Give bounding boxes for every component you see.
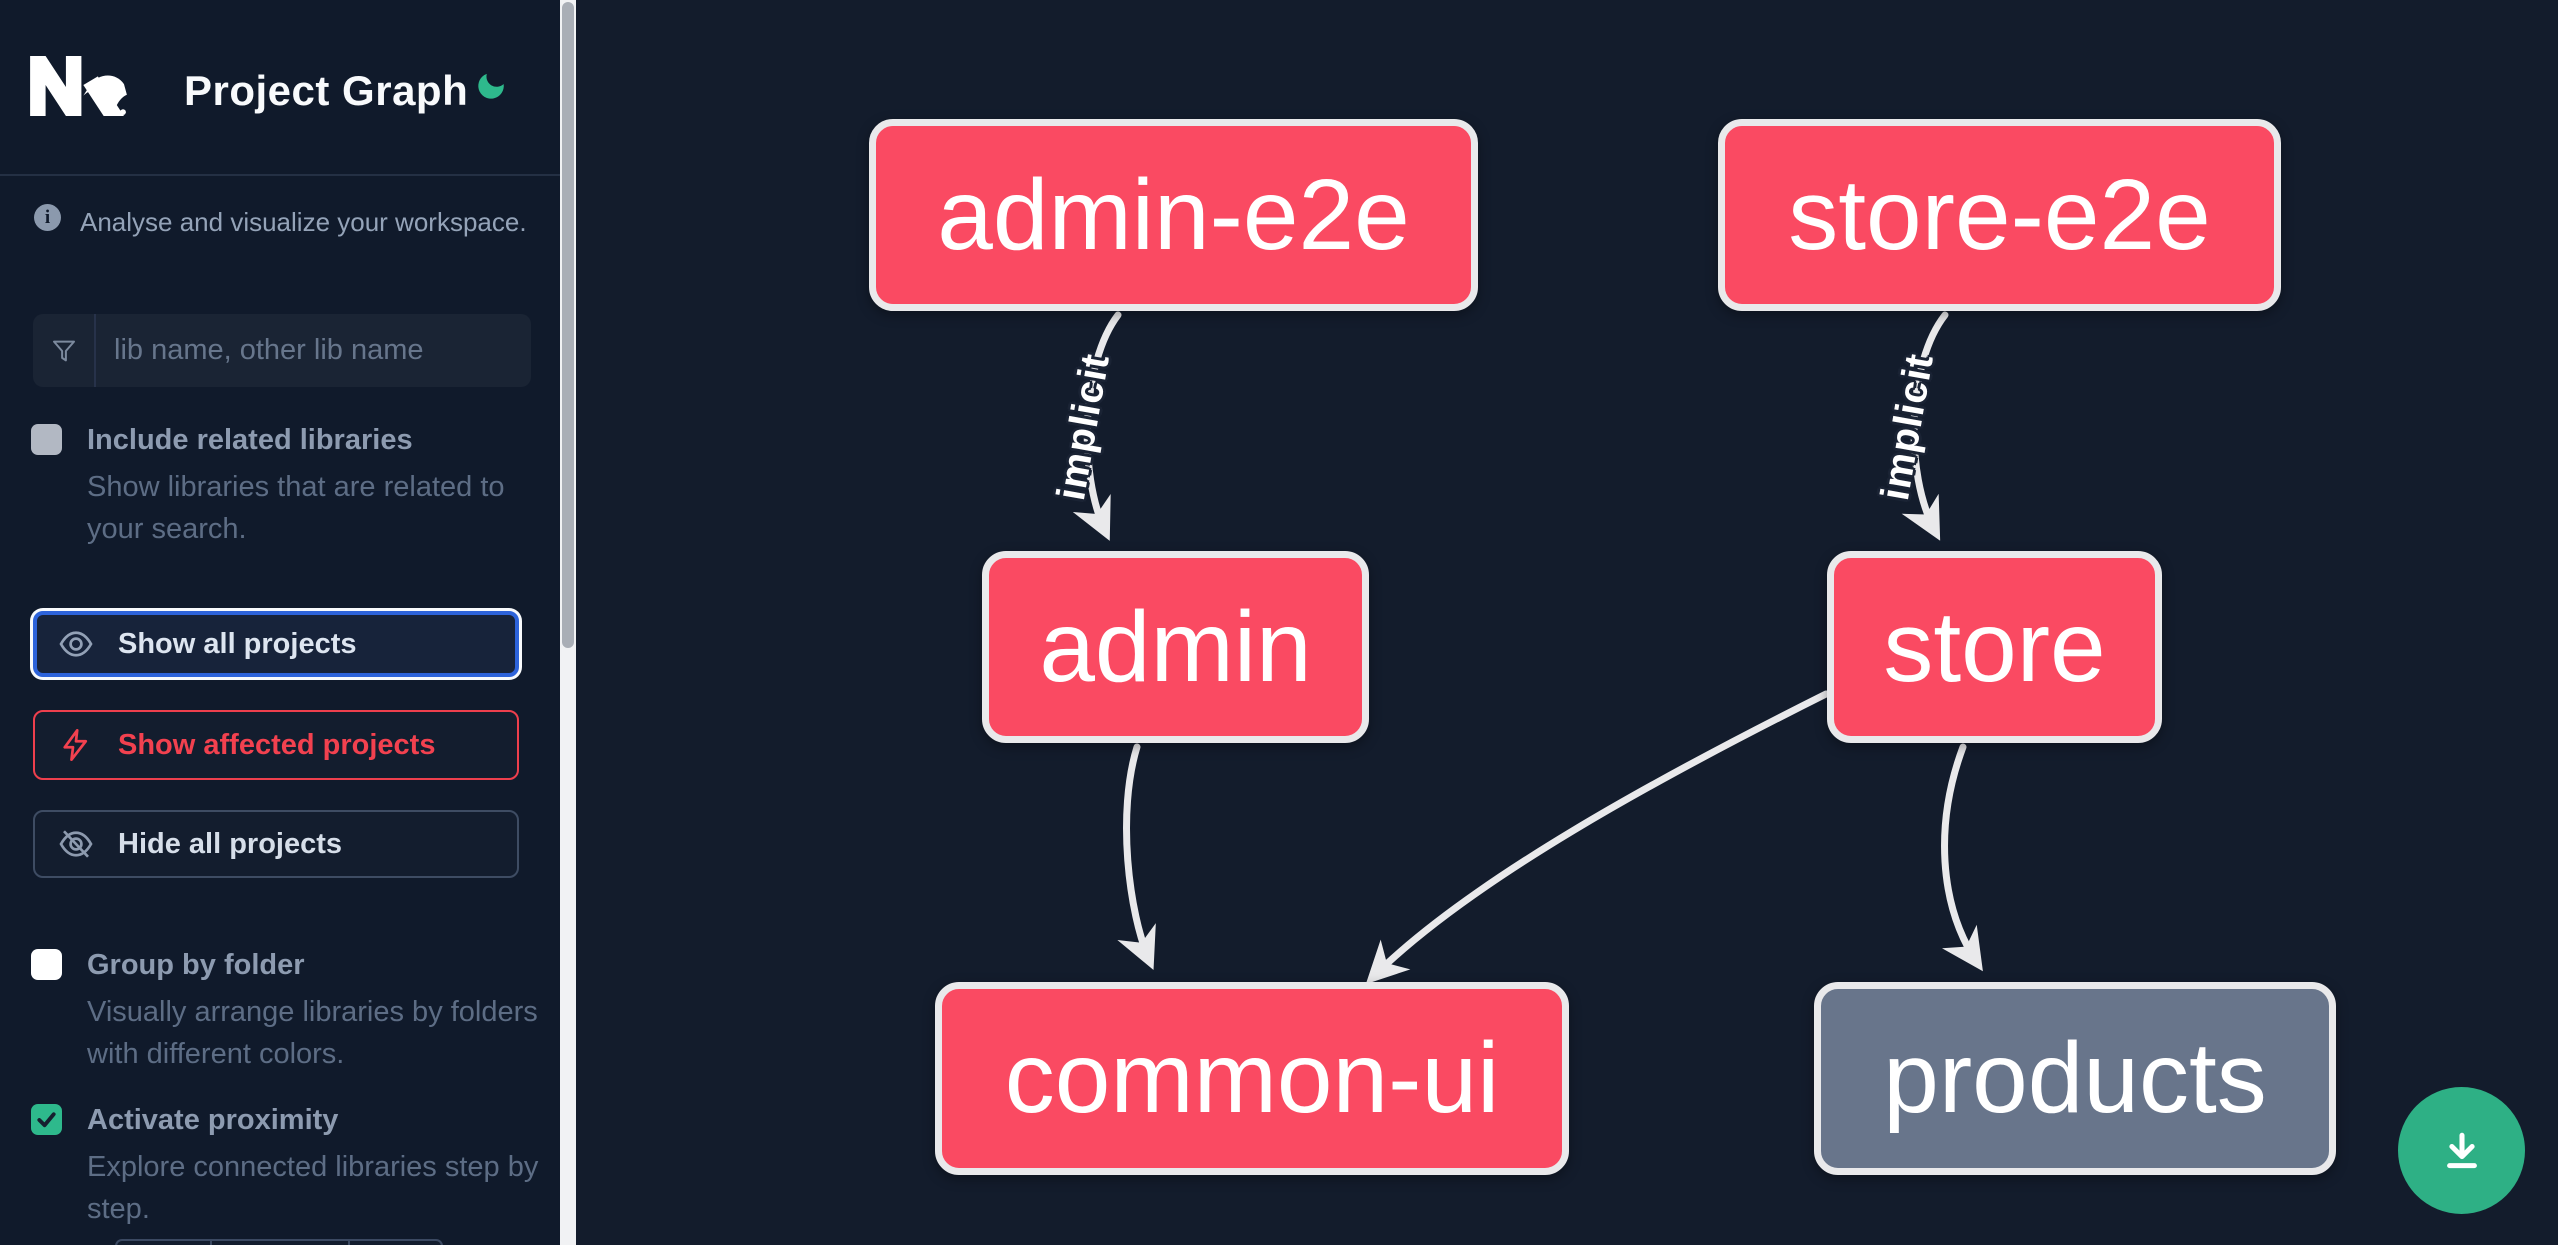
graph-node-store[interactable]: store <box>1827 551 2162 743</box>
show-affected-projects-button[interactable]: Show affected projects <box>33 710 519 780</box>
toggle-description: Visually arrange libraries by folders wi… <box>87 996 538 1070</box>
graph-node-admin-e2e[interactable]: admin-e2e <box>869 119 1478 311</box>
graph-node-admin[interactable]: admin <box>982 551 1369 743</box>
proximity-stepper-control[interactable] <box>115 1239 443 1245</box>
eye-off-icon <box>59 830 93 858</box>
workspace-subtitle: Analyse and visualize your workspace. <box>80 207 527 237</box>
nx-logo <box>30 56 127 116</box>
graph-node-products[interactable]: products <box>1814 982 2336 1175</box>
header-divider <box>0 174 560 176</box>
search-box <box>33 314 531 387</box>
bolt-icon <box>63 728 88 762</box>
checkbox-include-related[interactable] <box>31 424 62 455</box>
toggle-description: Explore connected libraries step by step… <box>87 1151 539 1225</box>
sidebar-scrollbar[interactable] <box>560 0 576 1245</box>
page-title: Project Graph <box>184 67 469 114</box>
checkbox-group-by-folder[interactable] <box>31 949 62 980</box>
moon-icon[interactable] <box>474 69 508 103</box>
funnel-icon <box>33 314 96 387</box>
show-all-projects-button[interactable]: Show all projects <box>33 611 519 677</box>
info-icon: i <box>34 204 61 231</box>
button-label: Show all projects <box>118 627 357 660</box>
hide-all-projects-button[interactable]: Hide all projects <box>33 810 519 878</box>
toggle-label: Activate proximity <box>87 1104 339 1136</box>
graph-node-store-e2e[interactable]: store-e2e <box>1718 119 2281 311</box>
sidebar: Project Graph i Analyse and visualize yo… <box>0 0 560 1245</box>
toggle-description: Show libraries that are related to your … <box>87 471 505 545</box>
checkbox-activate-proximity[interactable] <box>31 1104 62 1135</box>
toggle-label: Group by folder <box>87 949 305 981</box>
download-icon <box>2446 1132 2477 1168</box>
scrollbar-thumb[interactable] <box>562 2 574 648</box>
download-image-button[interactable] <box>2398 1087 2525 1214</box>
eye-icon <box>59 631 93 657</box>
check-icon <box>37 1112 56 1128</box>
toggle-label: Include related libraries <box>87 424 413 456</box>
graph-node-common-ui[interactable]: common-ui <box>935 982 1569 1175</box>
button-label: Hide all projects <box>118 827 343 860</box>
search-input[interactable] <box>96 314 531 387</box>
button-label: Show affected projects <box>118 728 436 761</box>
